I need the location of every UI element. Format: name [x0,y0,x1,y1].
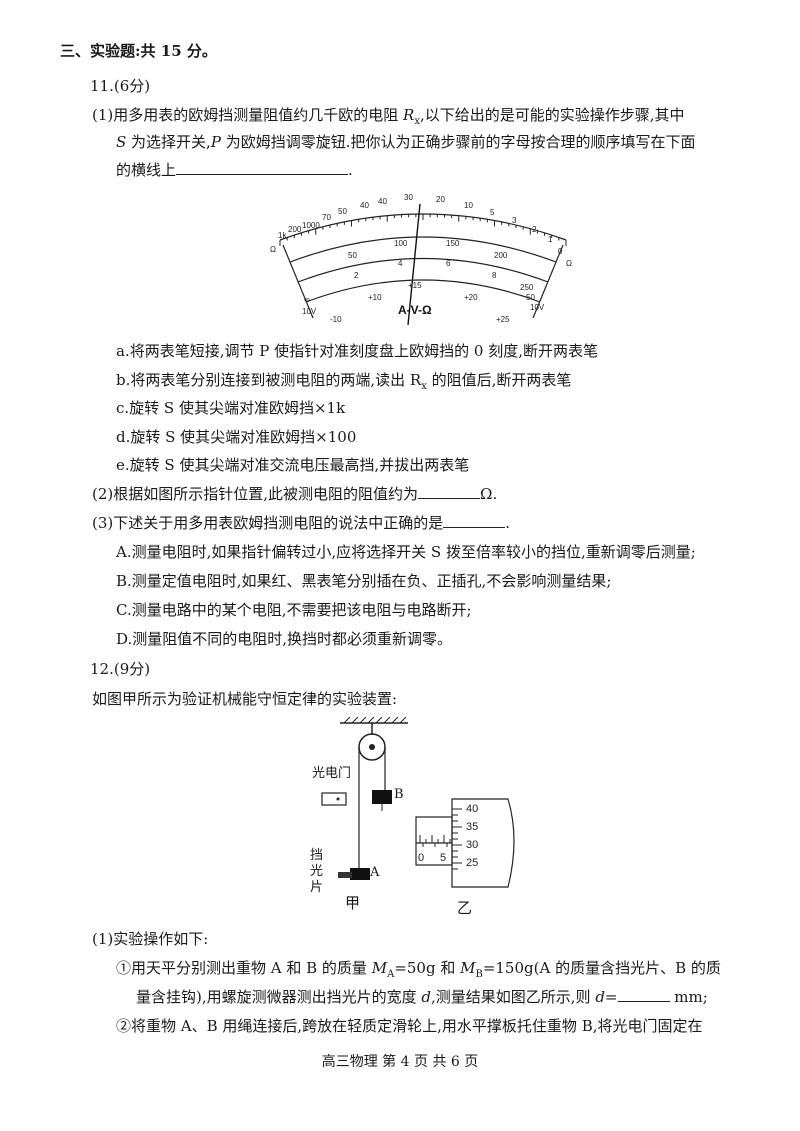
dial-scale4-label: +25 [496,315,510,324]
option-c: C.测量电路中的某个电阻,不需要把该电阻与电路断开; [116,601,472,619]
caption-yi: 乙 [457,899,473,917]
dial-center-label: A-V-Ω [398,303,432,317]
dial-arc-3 [297,257,549,283]
q12-intro: 如图甲所示为验证机械能守恒定律的实验装置: [92,690,398,708]
q12-step1-line2: 量含挂钩),用螺旋测微器测出挡光片的宽度 d,测量结果如图乙所示,则 d= mm… [136,986,708,1006]
section-title: 三、实验题:共 15 分。 [60,42,217,60]
dial-scale2-label: 50 [348,251,357,260]
dial-left-edge [282,244,314,319]
sleeve-label: 5 [440,852,446,864]
dial-omega-right: Ω [566,259,572,268]
dial-scale3-label: 8 [492,271,497,280]
dial-left-label: ∞ [304,295,310,304]
answer-blank-order[interactable] [176,159,349,175]
page-footer: 高三物理 第 4 页 共 6 页 [321,1054,479,1070]
q12-step2: ②将重物 A、B 用绳连接后,跨放在轻质定滑轮上,用水平撑板托住重物 B,将光电… [116,1017,703,1035]
q11-part1-line2: S 为选择开关,P 为欧姆挡调零旋钮.把你认为正确步骤前的字母按合理的顺序填写在… [116,133,696,151]
dial-right-edge [532,244,564,319]
q11-part1-line1: (1)用多用表的欧姆挡测量阻值约几千欧的电阻 Rx,以下给出的是可能的实验操作步… [92,106,685,127]
dial-tick-label: 30 [404,193,413,202]
dial-right-label: 10V [530,303,545,312]
thimble-label: 30 [466,839,478,851]
option-d: D.测量阻值不同的电阻时,换挡时都必须重新调零。 [116,630,453,648]
pulley-axle [369,744,375,750]
dial-arc-2 [289,236,557,263]
dial-scale4-label: +10 [368,293,382,302]
sleeve-label: 0 [418,852,424,864]
block-b [372,790,392,804]
step-c: c.旋转 S 使其尖端对准欧姆挡×1k [116,399,346,417]
dial-tick-label: 0 [558,247,563,256]
dial-tick-label: 1k [278,231,287,240]
dial-scale4-label: +20 [464,293,478,302]
q12-part1-title: (1)实验操作如下: [92,930,209,948]
dial-tick-label: 10 [464,201,473,210]
dial-scale2-label: 200 [494,251,508,260]
micrometer-thimble [451,798,515,888]
micrometer-figure: 40 35 30 25 0 5 [415,798,515,888]
dial-omega-left: Ω [270,245,276,254]
q11-part3: (3)下述关于用多用表欧姆挡测电阻的说法中正确的是. [92,512,511,532]
dial-tick-label: 200 [288,225,302,234]
ceiling-hatch [343,716,407,724]
meter-pointer [407,203,421,326]
q12-step1-line1: ①用天平分别测出重物 A 和 B 的质量 MA=50g 和 MB=150g(A … [116,959,721,980]
option-a: A.测量电阻时,如果指针偏转过小,应将选择开关 S 拨至倍率较小的挡位,重新调零… [116,543,696,561]
answer-blank-width[interactable] [617,986,670,1002]
thimble-ticks [452,808,462,870]
thimble-label: 25 [466,857,478,869]
photogate [321,792,347,806]
dial-arc-4 [305,279,541,303]
dial-tick-label: 20 [436,195,445,204]
dial-left-label: 10V [302,307,317,316]
step-e: e.旋转 S 使其尖端对准交流电压最高挡,并拔出两表笔 [116,456,470,474]
block-a-label: A [370,865,380,880]
block-a [350,868,370,880]
pulley-apparatus-figure [321,716,408,880]
answer-blank-resistance[interactable] [418,483,481,499]
dial-tick-label: 3 [512,216,517,225]
dial-tick-label: 5 [490,208,495,217]
dial-tick-label: 1000 [302,221,320,230]
sleeve-ticks [419,835,451,847]
dial-tick-label: 40 [360,201,369,210]
dial-scale2-label: 150 [446,239,460,248]
dial-scale3-label: 6 [446,259,451,268]
question-11-number: 11.(6分) [90,77,151,95]
dial-scale3-label: 4 [398,259,403,268]
question-12-number: 12.(9分) [90,660,151,678]
dial-right-label: 50 [526,293,535,302]
dial-scale4-label: +15 [408,281,422,290]
thimble-label: 40 [466,803,478,815]
step-d: d.旋转 S 使其尖端对准欧姆挡×100 [116,428,357,446]
thimble-label: 35 [466,821,478,833]
option-b: B.测量定值电阻时,如果红、黑表笔分别插在负、正插孔,不会影响测量结果; [116,572,612,590]
step-a: a.将两表笔短接,调节 P 使指针对准刻度盘上欧姆挡的 0 刻度,断开两表笔 [116,342,598,360]
dial-tick-label: 1 [548,235,553,244]
shading-plate-label: 挡 光 片 [310,848,324,895]
multimeter-dial: 70 50 40 40 30 20 10 5 3 2 1 0 Ω Ω 1k 20… [270,193,572,326]
dial-tick-label: 70 [322,213,331,222]
shading-plate [338,872,352,878]
block-b-label: B [394,787,404,802]
dial-tick-label: 2 [532,225,537,234]
dial-tick-label: 50 [338,207,347,216]
dial-tick-label: 40 [378,197,387,206]
caption-jia: 甲 [345,894,361,912]
photogate-label: 光电门 [312,766,352,781]
q11-part1-line3: 的横线上. [116,159,353,179]
dial-scale3-label: 2 [354,271,359,280]
dial-scale4-label: -10 [330,315,342,324]
dial-scale2-label: 100 [394,239,408,248]
step-b: b.将两表笔分别连接到被测电阻的两端,读出 Rx 的阻值后,断开两表笔 [116,371,572,392]
dial-right-label: 250 [520,283,534,292]
answer-blank-choice[interactable] [443,512,506,528]
